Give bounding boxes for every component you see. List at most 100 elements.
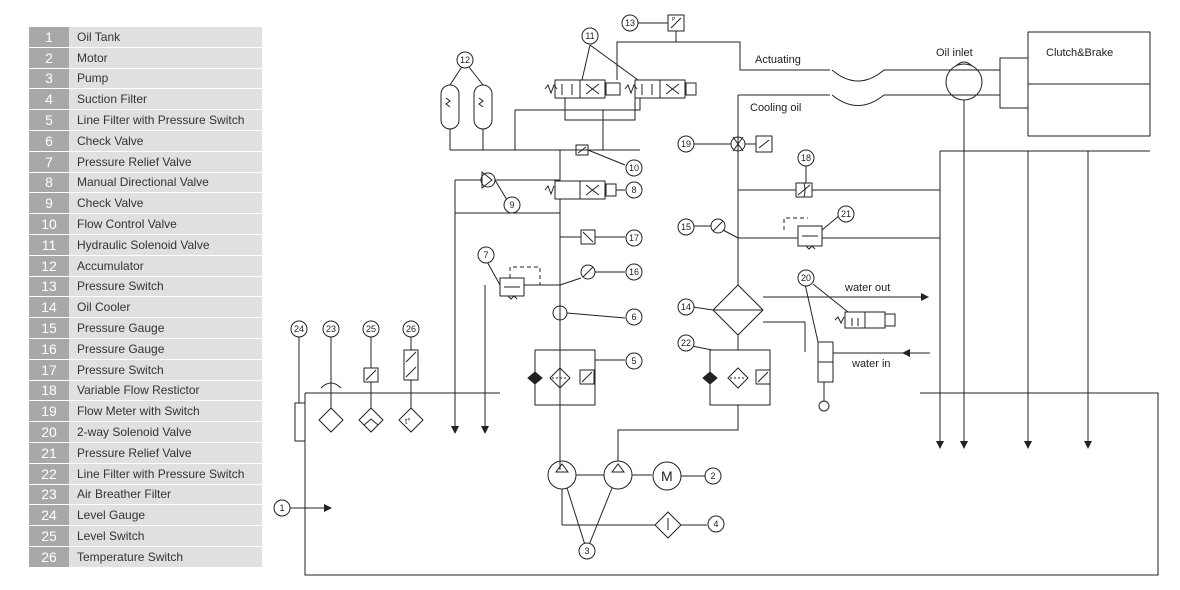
callout-number: 13 [625, 18, 635, 28]
pressure-switch-symbol: P [672, 17, 676, 23]
callout-circle [402, 320, 420, 338]
legend-number: 7 [29, 151, 69, 172]
legend-number: 19 [29, 401, 69, 422]
pressure-relief-valve-7[interactable] [499, 277, 525, 297]
legend-label: Pressure Gauge [77, 341, 165, 356]
temp-symbol: t° [405, 417, 410, 426]
motor-symbol: M [661, 468, 673, 484]
legend-label: Check Valve [77, 133, 144, 148]
callout-circle [290, 320, 308, 338]
oil-inlet-label: Oil inlet [936, 47, 973, 59]
legend-label: Pressure Relief Valve [77, 154, 192, 169]
legend-label: Pressure Switch [77, 279, 164, 294]
legend-label: Manual Directional Valve [77, 175, 209, 190]
callout-circle [322, 320, 340, 338]
legend-label: Air Breather Filter [77, 487, 172, 502]
legend-number: 2 [29, 47, 69, 68]
cooling-oil-label: Cooling oil [750, 102, 801, 114]
legend-label: Oil Tank [77, 29, 121, 44]
callout-number: 16 [629, 267, 639, 277]
callout-circle [456, 51, 474, 69]
legend-label: Oil Cooler [77, 300, 131, 315]
legend-number: 9 [29, 193, 69, 214]
pressure-relief-valve-21[interactable] [797, 225, 823, 247]
legend-label: Pump [77, 71, 109, 86]
callout-number: 15 [681, 222, 691, 232]
legend-number: 24 [29, 505, 69, 526]
air-breather-filter [318, 407, 344, 433]
legend-number: 4 [29, 89, 69, 110]
legend-label: Flow Meter with Switch [77, 404, 200, 419]
callout-circle [677, 135, 695, 153]
callout-number: 10 [629, 163, 639, 173]
callout-number: 1 [279, 503, 284, 513]
pump-right[interactable] [603, 460, 633, 490]
callout-circle [797, 269, 815, 287]
oil-tank [304, 392, 1159, 576]
legend-label: Level Switch [77, 529, 145, 544]
callout-circle [621, 14, 639, 32]
callout-circle [704, 467, 722, 485]
water-out-label: water out [844, 282, 890, 294]
legend-number: 26 [29, 546, 69, 567]
callout-circle [625, 308, 643, 326]
legend-label: Temperature Switch [77, 549, 184, 564]
callout-circle [797, 149, 815, 167]
legend-row: 3 Pump [29, 68, 262, 90]
legend-row: 6 Check Valve [29, 130, 262, 152]
callout-circle [581, 27, 599, 45]
legend-row: 7 Pressure Relief Valve [29, 151, 262, 173]
callout-circle [625, 352, 643, 370]
legend-label: Check Valve [77, 196, 144, 211]
legend-row: 25 Level Switch [29, 526, 262, 547]
legend-number: 1 [29, 27, 69, 47]
legend-number: 6 [29, 130, 69, 151]
callout-number: 9 [509, 200, 514, 210]
callout-circle [625, 263, 643, 281]
callout-number: 7 [483, 250, 488, 260]
check-valve-9[interactable] [481, 170, 493, 190]
callout-circle [707, 515, 725, 533]
legend-number: 25 [29, 526, 69, 546]
legend-label: Line Filter with Pressure Switch [77, 113, 245, 128]
callout-number: 14 [681, 302, 691, 312]
callout-circle [677, 218, 695, 236]
legend-number: 22 [29, 463, 69, 484]
legend-number: 3 [29, 68, 69, 89]
callout-circle [677, 334, 695, 352]
legend-number: 15 [29, 318, 69, 338]
pump-left[interactable] [547, 460, 577, 490]
legend-number: 16 [29, 338, 69, 359]
callout-number: 5 [631, 356, 636, 366]
callout-number: 22 [681, 338, 691, 348]
legend-row: 9 Check Valve [29, 193, 262, 215]
legend-label: Variable Flow Restictor [77, 383, 200, 398]
callout-number: 21 [841, 209, 851, 219]
callout-number: 11 [585, 31, 594, 41]
legend-row: 5 Line Filter with Pressure Switch [29, 110, 262, 131]
callout-number: 18 [801, 153, 811, 163]
callout-number: 23 [326, 324, 336, 334]
legend-number: 20 [29, 422, 69, 442]
level-gauge [294, 402, 306, 442]
callout-circle [362, 320, 380, 338]
callout-number: 4 [713, 519, 718, 529]
callout-number: 12 [460, 55, 470, 65]
callout-circle [273, 499, 291, 517]
legend-number: 5 [29, 110, 69, 130]
legend-label: Accumulator [77, 258, 144, 273]
legend-row: 26 Temperature Switch [29, 546, 262, 568]
water-in-label: water in [851, 358, 891, 370]
